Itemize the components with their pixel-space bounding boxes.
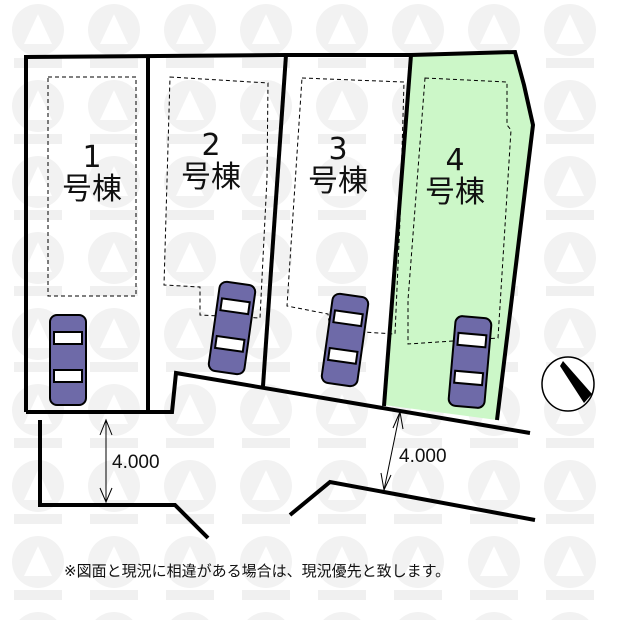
compass-north-icon xyxy=(541,356,595,412)
boundaries xyxy=(24,49,536,540)
lot-3-name: 号棟 xyxy=(308,163,368,199)
dimension-arrows xyxy=(99,410,404,504)
road-width-right: 4.000 xyxy=(399,446,447,467)
lot-3-number: 3 xyxy=(328,132,348,167)
car-icon xyxy=(447,315,493,409)
lot-2-name: 号棟 xyxy=(181,159,241,195)
lot-1-number: 1 xyxy=(82,140,102,175)
building-outline-2 xyxy=(163,76,269,319)
cars xyxy=(49,280,493,409)
lot-1-name: 号棟 xyxy=(62,171,122,207)
disclaimer-note: ※図面と現況に相違がある場合は、現況優先と致します。 xyxy=(64,562,451,580)
road-width-left: 4.000 xyxy=(112,452,160,473)
building-outline-1 xyxy=(47,76,137,297)
lot-4-number: 4 xyxy=(445,143,465,178)
car-icon xyxy=(320,292,370,388)
lot-2-number: 2 xyxy=(201,128,221,163)
lot-4-fill xyxy=(384,52,533,420)
lot-4-name: 号棟 xyxy=(425,174,485,210)
car-icon xyxy=(207,280,257,376)
car-icon xyxy=(49,314,87,406)
